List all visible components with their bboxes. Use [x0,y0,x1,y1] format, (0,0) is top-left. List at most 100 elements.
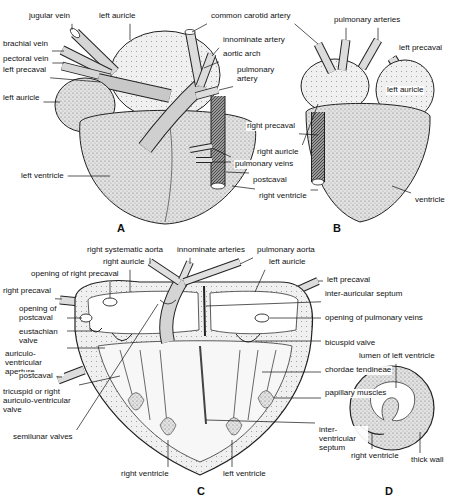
leader-line [318,281,323,282]
part-label: lumen of left ventricle [358,352,436,361]
part-label: inter-auricular septum [324,290,403,299]
leader-line [274,398,321,399]
leader-line [302,104,318,145]
part-label: left precaval [2,66,47,75]
part-label: ventricle [414,196,446,205]
part-label: right ventricle [258,192,308,201]
panel-letter: A [116,222,126,234]
part-label: left auricle [268,258,306,267]
leader-line [206,420,315,423]
part-label: opening of right precaval [30,270,120,279]
part-label: papillary muscles [324,389,387,398]
leader-line [52,63,64,64]
leader-line [130,24,131,40]
leader-line [150,258,151,264]
leader-line [311,190,318,191]
leader-line [346,28,347,40]
leader-line [79,376,120,385]
part-label: postcaval [18,372,54,381]
part-label: bicuspid valve [324,339,376,348]
leader-line [232,440,233,467]
part-label: left ventricle [20,172,65,181]
part-label: right ventricle [120,470,170,479]
leader-line [212,48,219,56]
part-label: right precaval [2,287,52,296]
leader-line [110,282,111,298]
leader-line [130,270,131,292]
leader-line [50,78,100,82]
part-label: jugular vein [28,12,71,21]
leader-line [372,433,373,449]
part-label: right auricle [256,148,299,157]
part-label: brachial vein [2,40,49,49]
leader-line [67,348,105,349]
leader-line [204,62,219,68]
part-label: common carotid artery [210,12,292,21]
part-label: left precaval [398,44,443,53]
part-label: innominate artery [222,36,286,45]
leader-line [57,377,62,378]
leader-line [396,364,397,388]
part-label: inter-ventricular septum [318,426,368,452]
part-label: opening of postcaval [18,305,64,323]
part-label: innominate arteries [176,246,246,255]
leader-line [255,270,265,292]
part-label: right systematic aorta [86,246,164,255]
part-label: postcaval [252,176,288,185]
leader-line [295,24,318,44]
leader-line [192,24,207,32]
part-label: left auricle [98,12,136,21]
part-label: right auricle [102,258,145,267]
part-label: left precaval [326,276,371,285]
part-label: aortic arch [222,50,261,59]
part-label: opening of pulmonary veins [324,314,424,323]
part-label: pulmonary veins [234,160,294,169]
part-label: right precaval [246,122,296,131]
leader-line [262,372,321,373]
panel-letter: D [384,485,394,497]
part-label: eustachian valve [18,328,64,346]
leader-line [420,432,421,453]
leader-line [392,186,411,193]
heart-dorsal-view [301,40,434,222]
part-label: semilunar valves [12,433,74,442]
leader-line [212,148,231,157]
part-label: tricuspid or right auriculo-ventricular … [2,388,76,414]
part-label: left auricle [2,94,40,103]
leader-line [206,302,321,306]
part-label: pulmonary aorta [256,246,316,255]
leader-line [72,24,73,30]
leader-line [67,331,92,332]
leader-line [378,28,379,40]
leader-line [52,51,64,52]
leader-line [190,258,191,264]
leader-line [226,172,249,173]
leader-line [55,298,62,299]
panel-letter: B [332,222,342,234]
leader-line [77,304,158,430]
leader-line [255,341,321,342]
part-label: pulmonary artery [236,66,278,84]
part-label: pectoral vein [2,55,49,64]
part-label: thick wall [410,456,444,465]
part-label: chordae tendineae [324,366,392,375]
part-label: right ventricle [350,452,400,461]
part-label: left ventricle [222,470,267,479]
leader-line [232,186,255,189]
leader-line [219,87,233,90]
part-label: left auricle [386,86,424,95]
part-label: pulmonary arteries [333,16,401,25]
leader-line [67,318,82,319]
leader-line [299,134,318,135]
leader-line [393,56,395,58]
leader-line [240,258,253,264]
heart-section [58,262,318,475]
leader-line [168,440,169,467]
leader-line [270,318,321,319]
leader-line [212,162,231,163]
panel-letter: C [196,485,206,497]
leader-line [68,176,110,177]
leader-line [43,102,60,103]
